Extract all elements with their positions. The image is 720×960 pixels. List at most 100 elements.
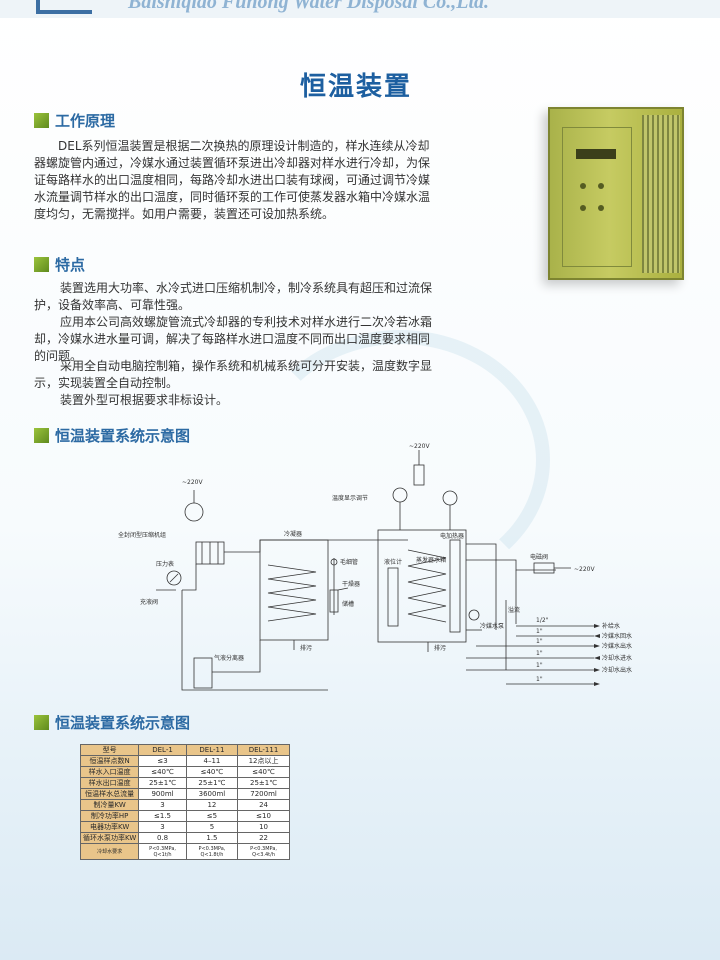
table-cell: 1.5	[185, 832, 239, 844]
table-cell: P<0.3MPa, Q<1.8t/h	[185, 843, 239, 860]
table-row-label: 恒温样水总流量	[79, 788, 140, 800]
page-title: 恒温装置	[300, 72, 413, 102]
label-port: 冷却水进水	[602, 654, 632, 662]
table-row: 恒温样水总流量 900ml 3600ml 7200ml	[79, 788, 290, 800]
table-row-label: 制冷功率HP	[79, 810, 140, 822]
table-header-cell: DEL-1	[138, 744, 187, 756]
label-pipe-size: 1/2"	[536, 617, 549, 624]
label-dry-filter: 干燥器	[342, 580, 360, 588]
table-row-label: 恒温样点数N	[79, 755, 140, 767]
thermostat-icon	[442, 490, 458, 506]
dryer-icon	[329, 589, 339, 613]
table-cell: 22	[237, 832, 290, 844]
features-paragraph: 应用本公司高效螺旋管流式冷却器的专利技术对样水进行二次冷若冰霜却，冷媒水进水量可…	[34, 315, 433, 363]
gas-liquid-separator-icon	[193, 657, 213, 689]
cabinet-knob-icon	[580, 183, 586, 189]
section-square-icon	[34, 428, 49, 443]
label-voltage: ~220V	[409, 443, 430, 450]
label-coolant-pump: 冷媒水泵	[480, 622, 504, 630]
table-row-label: 样水出口温度	[79, 777, 140, 789]
label-voltage: ~220V	[574, 566, 595, 573]
condenser-tank-icon	[259, 539, 329, 641]
table-cell: 12	[185, 799, 239, 811]
section-heading-diagram: 恒温装置系统示意图	[34, 425, 190, 446]
label-port: 冷媒水出水	[602, 642, 632, 650]
table-cell: 3	[138, 799, 187, 811]
table-row: 制冷量KW 3 12 24	[79, 799, 290, 811]
section-title: 特点	[55, 256, 86, 274]
section-heading-table: 恒温装置系统示意图	[34, 712, 190, 733]
arrow-icon	[594, 656, 600, 660]
cabinet-knob-icon	[598, 205, 604, 211]
section-square-icon	[34, 715, 49, 730]
cabinet-vent-grille	[642, 115, 680, 273]
table-cell: 5	[185, 821, 239, 833]
heater-icon	[449, 539, 461, 633]
principle-paragraph: DEL系列恒温装置是根据二次换热的原理设计制造的，样水连续从冷却器螺旋管内通过，…	[34, 139, 431, 221]
company-logo	[36, 0, 92, 14]
level-gauge-icon	[387, 567, 399, 627]
label-compressor: 全封闭型压缩机组	[118, 531, 166, 539]
table-row: 样水出口温度 25±1℃ 25±1℃ 25±1℃	[79, 777, 290, 789]
label-port: 补给水	[602, 622, 620, 630]
label-fill-valve: 充液阀	[140, 598, 158, 606]
label-level: 液位计	[384, 558, 402, 566]
table-cell: 25±1℃	[185, 777, 239, 789]
table-cell: ≤10	[237, 810, 290, 822]
section-square-icon	[34, 257, 49, 272]
features-paragraph: 装置外型可根据要求非标设计。	[60, 393, 229, 407]
label-voltage: ~220V	[182, 479, 203, 486]
cabinet-door-panel	[562, 127, 632, 267]
table-row-label: 制冷量KW	[79, 799, 140, 811]
section-title: 工作原理	[55, 112, 116, 130]
label-overflow: 溢流	[508, 606, 520, 614]
table-cell: ≤40℃	[138, 766, 187, 778]
label-pipe-size: 1"	[536, 676, 543, 683]
cabinet-display	[576, 149, 616, 159]
table-cell: 3	[138, 821, 187, 833]
table-row: 样水入口温度 ≤40℃ ≤40℃ ≤40℃	[79, 766, 290, 778]
label-drain: 排污	[434, 644, 446, 652]
arrow-icon	[594, 644, 600, 648]
spec-table: 型号 DEL-1 DEL-11 DEL-111 恒温样点数N ≤3 4–11 1…	[79, 744, 290, 860]
label-drain: 排污	[300, 644, 312, 652]
label-port: 冷媒水回水	[602, 632, 632, 640]
label-reservoir: 储槽	[342, 600, 354, 608]
capillary-icon	[330, 558, 338, 566]
table-cell: 12点以上	[237, 755, 290, 767]
table-row-label: 样水入口温度	[79, 766, 140, 778]
label-pipe-size: 1"	[536, 628, 543, 635]
table-cell: 3600ml	[185, 788, 239, 800]
label-temp-adjust: 温度显示调节	[332, 494, 368, 502]
evaporator-tank-icon	[377, 529, 467, 643]
table-cell: 0.8	[138, 832, 187, 844]
table-row: 循环水泵功率KW 0.8 1.5 22	[79, 832, 290, 844]
pressure-gauge-icon	[166, 570, 182, 586]
label-capillary: 毛细管	[340, 558, 358, 566]
arrow-icon	[594, 682, 600, 686]
label-evaporator: 蒸发器水箱	[416, 556, 446, 564]
solenoid-valve-icon	[533, 562, 555, 574]
label-heater: 电加热器	[440, 532, 464, 540]
section-title: 恒温装置系统示意图	[55, 714, 191, 732]
table-row-label: 循环水泵功率KW	[79, 832, 140, 844]
label-pipe-size: 1"	[536, 650, 543, 657]
fan-motor-icon	[184, 502, 204, 522]
table-row-label: 电器功率KW	[79, 821, 140, 833]
table-cell: ≤40℃	[237, 766, 290, 778]
label-pipe-size: 1"	[536, 638, 543, 645]
control-box-icon	[413, 464, 425, 486]
table-header-cell: 型号	[79, 744, 140, 756]
product-cabinet-photo	[548, 107, 684, 280]
table-cell: 4–11	[185, 755, 239, 767]
features-paragraph: 采用全自动电脑控制箱，操作系统和机械系统可分开安装，温度数字显示，实现装置全自动…	[34, 359, 433, 390]
table-row: 制冷功率HP ≤1.5 ≤5 ≤10	[79, 810, 290, 822]
arrow-icon	[594, 634, 600, 638]
table-cell: ≤5	[185, 810, 239, 822]
label-pressure-gauge: 压力表	[156, 560, 174, 568]
table-cell: 25±1℃	[138, 777, 187, 789]
system-schematic-diagram: ~220V ~220V ~220V 全封闭型压缩机组 压力表 充液阀 冷凝器 毛…	[118, 443, 632, 691]
coolant-pump-icon	[468, 609, 480, 621]
arrow-icon	[594, 624, 600, 628]
section-square-icon	[34, 113, 49, 128]
